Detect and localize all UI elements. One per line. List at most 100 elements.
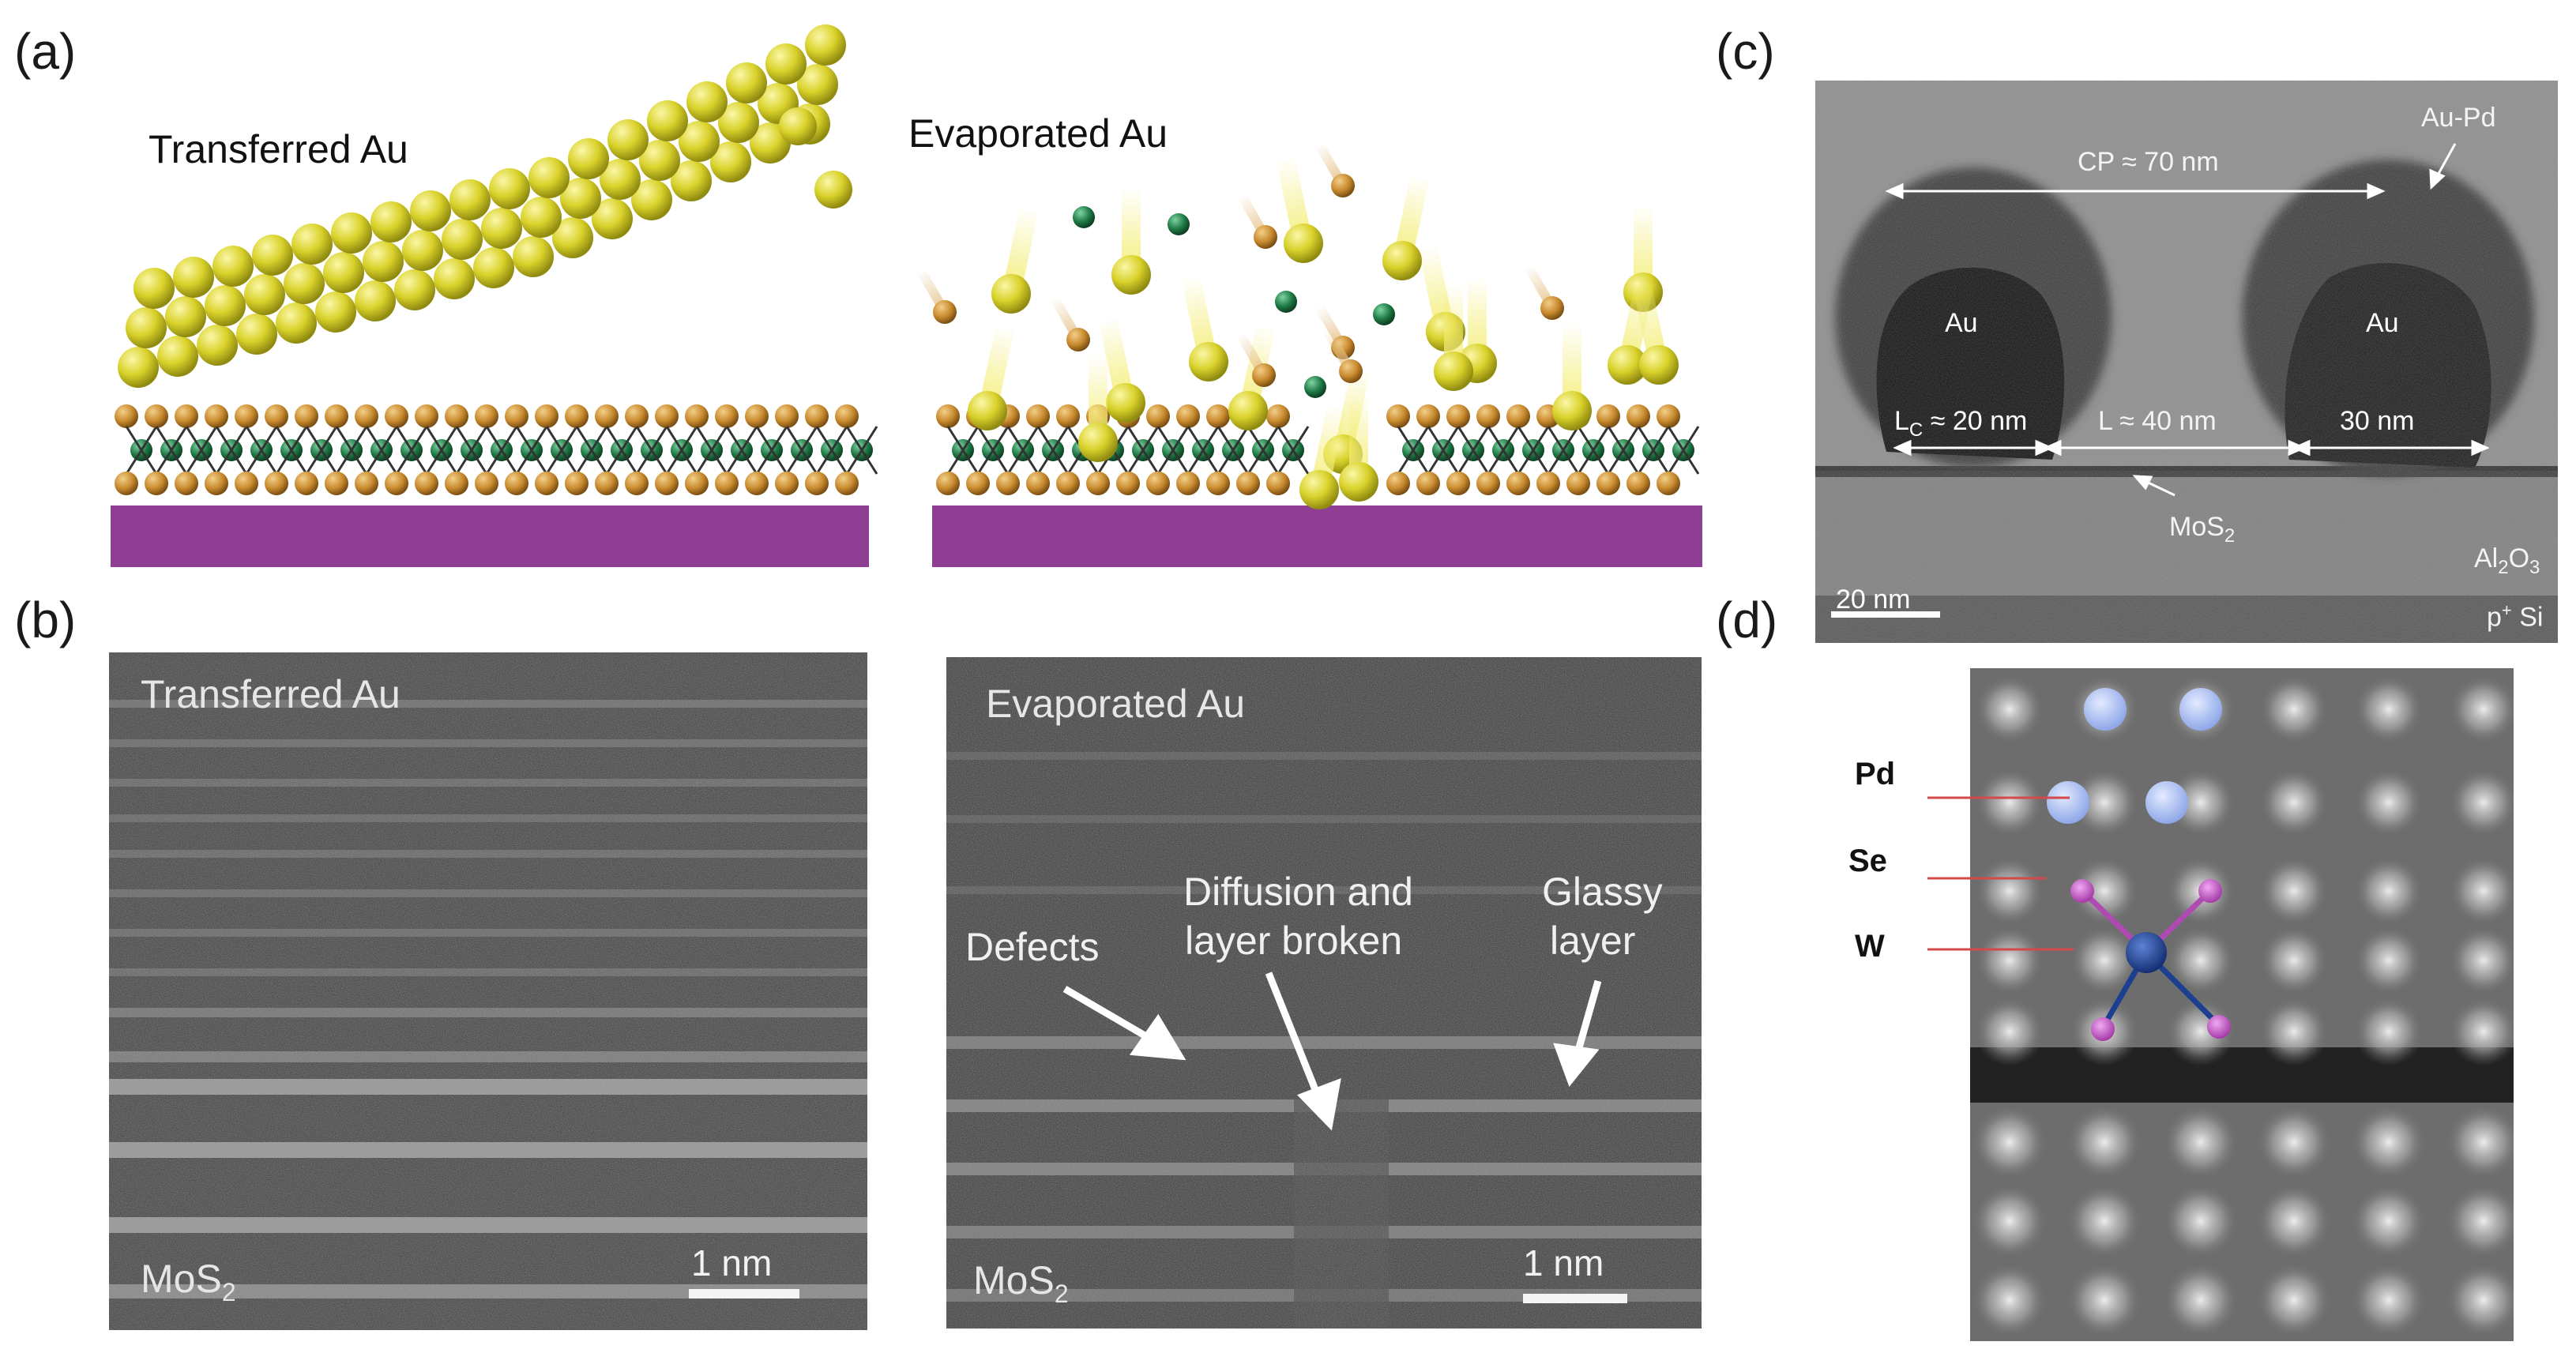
s-atom	[1566, 472, 1590, 495]
s-atom	[505, 404, 528, 428]
au-atom	[331, 212, 372, 254]
stem-spot	[2066, 1104, 2142, 1180]
au-atom	[173, 257, 214, 298]
s-atom	[1506, 404, 1530, 428]
au-atom	[560, 178, 601, 219]
stem-spot	[1975, 675, 2044, 744]
s-atom	[936, 472, 960, 495]
s-atom	[1176, 472, 1200, 495]
au-atom	[805, 24, 846, 66]
au-atom	[1382, 241, 1422, 280]
label-al2o3: Al2O3	[2474, 543, 2540, 578]
se-atom-1	[2070, 879, 2094, 903]
stem-spot	[2351, 1183, 2427, 1259]
s-atom	[385, 404, 408, 428]
stem-spot	[2446, 1183, 2514, 1259]
au-atom	[410, 190, 451, 231]
panel-b-left-title: Transferred Au	[141, 672, 401, 716]
s-atom	[415, 472, 438, 495]
s-atom	[1254, 225, 1277, 249]
s-atom	[745, 404, 769, 428]
s-atom	[1476, 404, 1500, 428]
annotation-defects: Defects	[965, 925, 1100, 969]
stem-spot	[2070, 768, 2139, 837]
s-atom	[385, 472, 408, 495]
stem-spot	[2354, 768, 2424, 837]
s-atom	[325, 472, 348, 495]
s-atom	[295, 404, 318, 428]
s-atom	[1176, 404, 1200, 428]
s-atom	[295, 472, 318, 495]
stem-image-pdse	[1970, 668, 2514, 1341]
stem-spot	[2259, 675, 2329, 744]
stem-spot	[2449, 768, 2514, 837]
s-atom	[1536, 472, 1560, 495]
substrate-right	[932, 505, 1702, 567]
au-atom	[402, 230, 443, 271]
stem-spot	[2351, 1262, 2427, 1338]
au-atom	[212, 246, 254, 287]
stem-spot	[2256, 1104, 2332, 1180]
s-atom	[835, 472, 859, 495]
s-atom	[655, 472, 679, 495]
au-atom	[355, 280, 396, 321]
panel-letter-b: (b)	[14, 592, 77, 648]
substrate-left	[111, 505, 869, 567]
panel-b-left-material: MoS2	[141, 1257, 236, 1306]
s-atom	[1339, 359, 1363, 383]
s-atom	[1657, 404, 1680, 428]
au-atom	[118, 347, 159, 388]
au-atom	[631, 179, 672, 220]
au-atom	[686, 81, 728, 122]
s-atom	[475, 472, 498, 495]
au-atom	[244, 274, 285, 315]
s-atom	[775, 472, 799, 495]
stem-spot	[2070, 856, 2139, 926]
arrow-glassy	[1573, 979, 1602, 1058]
s-atom	[1056, 472, 1080, 495]
s-atom	[625, 404, 649, 428]
stem-spot	[2259, 856, 2329, 926]
s-atom	[355, 472, 378, 495]
s-atom	[175, 472, 198, 495]
panel-letter-c: (c)	[1716, 23, 1775, 80]
au-atom	[726, 62, 767, 103]
s-atom	[1206, 404, 1230, 428]
label-p-si: p+ Si	[2487, 600, 2544, 633]
panel-letter-d: (d)	[1716, 592, 1778, 648]
s-atom	[1146, 404, 1170, 428]
stem-spot	[2256, 1262, 2332, 1338]
s-atom	[655, 404, 679, 428]
s-atom	[1476, 472, 1500, 495]
s-atom	[1657, 472, 1680, 495]
stem-spot	[1975, 997, 2044, 1066]
au-atom	[284, 263, 325, 304]
stem-spot	[2259, 997, 2329, 1066]
s-atom	[1446, 472, 1470, 495]
s-atom	[835, 404, 859, 428]
au-atom	[165, 296, 206, 337]
au-atom	[363, 241, 404, 282]
s-atom	[715, 472, 739, 495]
s-atom	[685, 472, 709, 495]
panel-a-right-title: Evaporated Au	[908, 111, 1168, 156]
panel-b-right-title: Evaporated Au	[986, 682, 1246, 726]
au-atom	[568, 138, 609, 179]
stem-spot	[1972, 1104, 2048, 1180]
s-atom	[1416, 404, 1440, 428]
label-cp: CP ≈ 70 nm	[2078, 147, 2219, 177]
au-atom	[765, 43, 807, 85]
mo-atom	[1073, 206, 1095, 228]
s-atom	[235, 404, 258, 428]
s-atom	[445, 472, 468, 495]
s-atom	[1596, 404, 1620, 428]
stem-spot	[2351, 1104, 2427, 1180]
stem-spot	[2446, 1104, 2514, 1180]
s-atom	[1506, 472, 1530, 495]
panel-d-marker-lines	[1927, 796, 2074, 951]
au-atom	[1106, 383, 1145, 423]
s-atom	[1206, 472, 1230, 495]
stem-spot	[2446, 1262, 2514, 1338]
tem-lattice-evaporated	[946, 657, 1702, 1329]
label-au-pd: Au-Pd	[2421, 103, 2496, 133]
